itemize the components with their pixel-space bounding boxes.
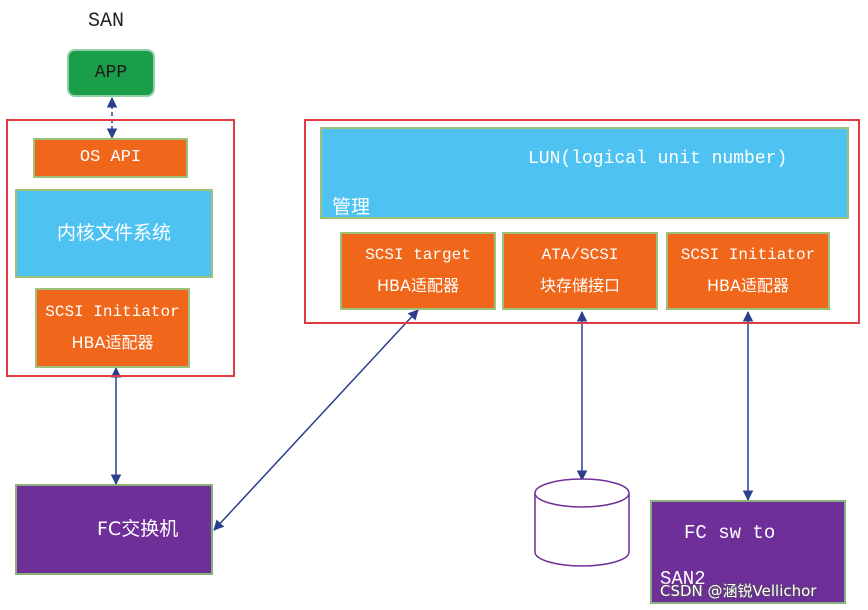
lun-box: LUN(logical unit number) 管理 — [320, 127, 849, 219]
csdn-watermark: CSDN @涵锐Vellichor — [660, 582, 817, 600]
os-api-box: OS API — [33, 138, 188, 178]
storage-frame — [304, 119, 860, 324]
app-box: APP — [67, 49, 155, 97]
fc-sw-line1: FC sw to — [684, 522, 776, 544]
ata-scsi-line1: ATA/SCSI — [541, 246, 619, 264]
disk-cylinder-icon — [534, 478, 630, 567]
fc-sw-san2-box: FC sw to SAN2 — [650, 500, 846, 604]
storage-initiator-line2: HBA适配器 — [707, 276, 789, 295]
storage-initiator-line1: SCSI Initiator — [680, 246, 816, 264]
manage-label: 管理 — [332, 196, 371, 218]
host-initiator-line1: SCSI Initiator — [45, 303, 180, 321]
storage-initiator-box: SCSI Initiator HBA适配器 — [666, 232, 830, 310]
lun-label: LUN(logical unit number) — [528, 149, 788, 169]
scsi-target-line1: SCSI target — [365, 246, 471, 264]
ata-scsi-box: ATA/SCSI 块存储接口 — [502, 232, 658, 310]
diagram-title: SAN — [88, 10, 125, 33]
kernel-fs-box: 内核文件系统 — [15, 189, 213, 278]
host-frame — [6, 119, 235, 377]
scsi-target-line2: HBA适配器 — [377, 276, 459, 295]
ata-scsi-line2: 块存储接口 — [539, 276, 620, 295]
host-initiator-box: SCSI Initiator HBA适配器 — [35, 288, 190, 368]
fc-switch-box: FC交换机 — [15, 484, 213, 575]
fc-sw-line2: SAN2 — [660, 568, 706, 590]
host-initiator-line2: HBA适配器 — [71, 333, 154, 352]
fcswitch-target-connector — [213, 309, 419, 531]
scsi-target-box: SCSI target HBA适配器 — [340, 232, 496, 310]
